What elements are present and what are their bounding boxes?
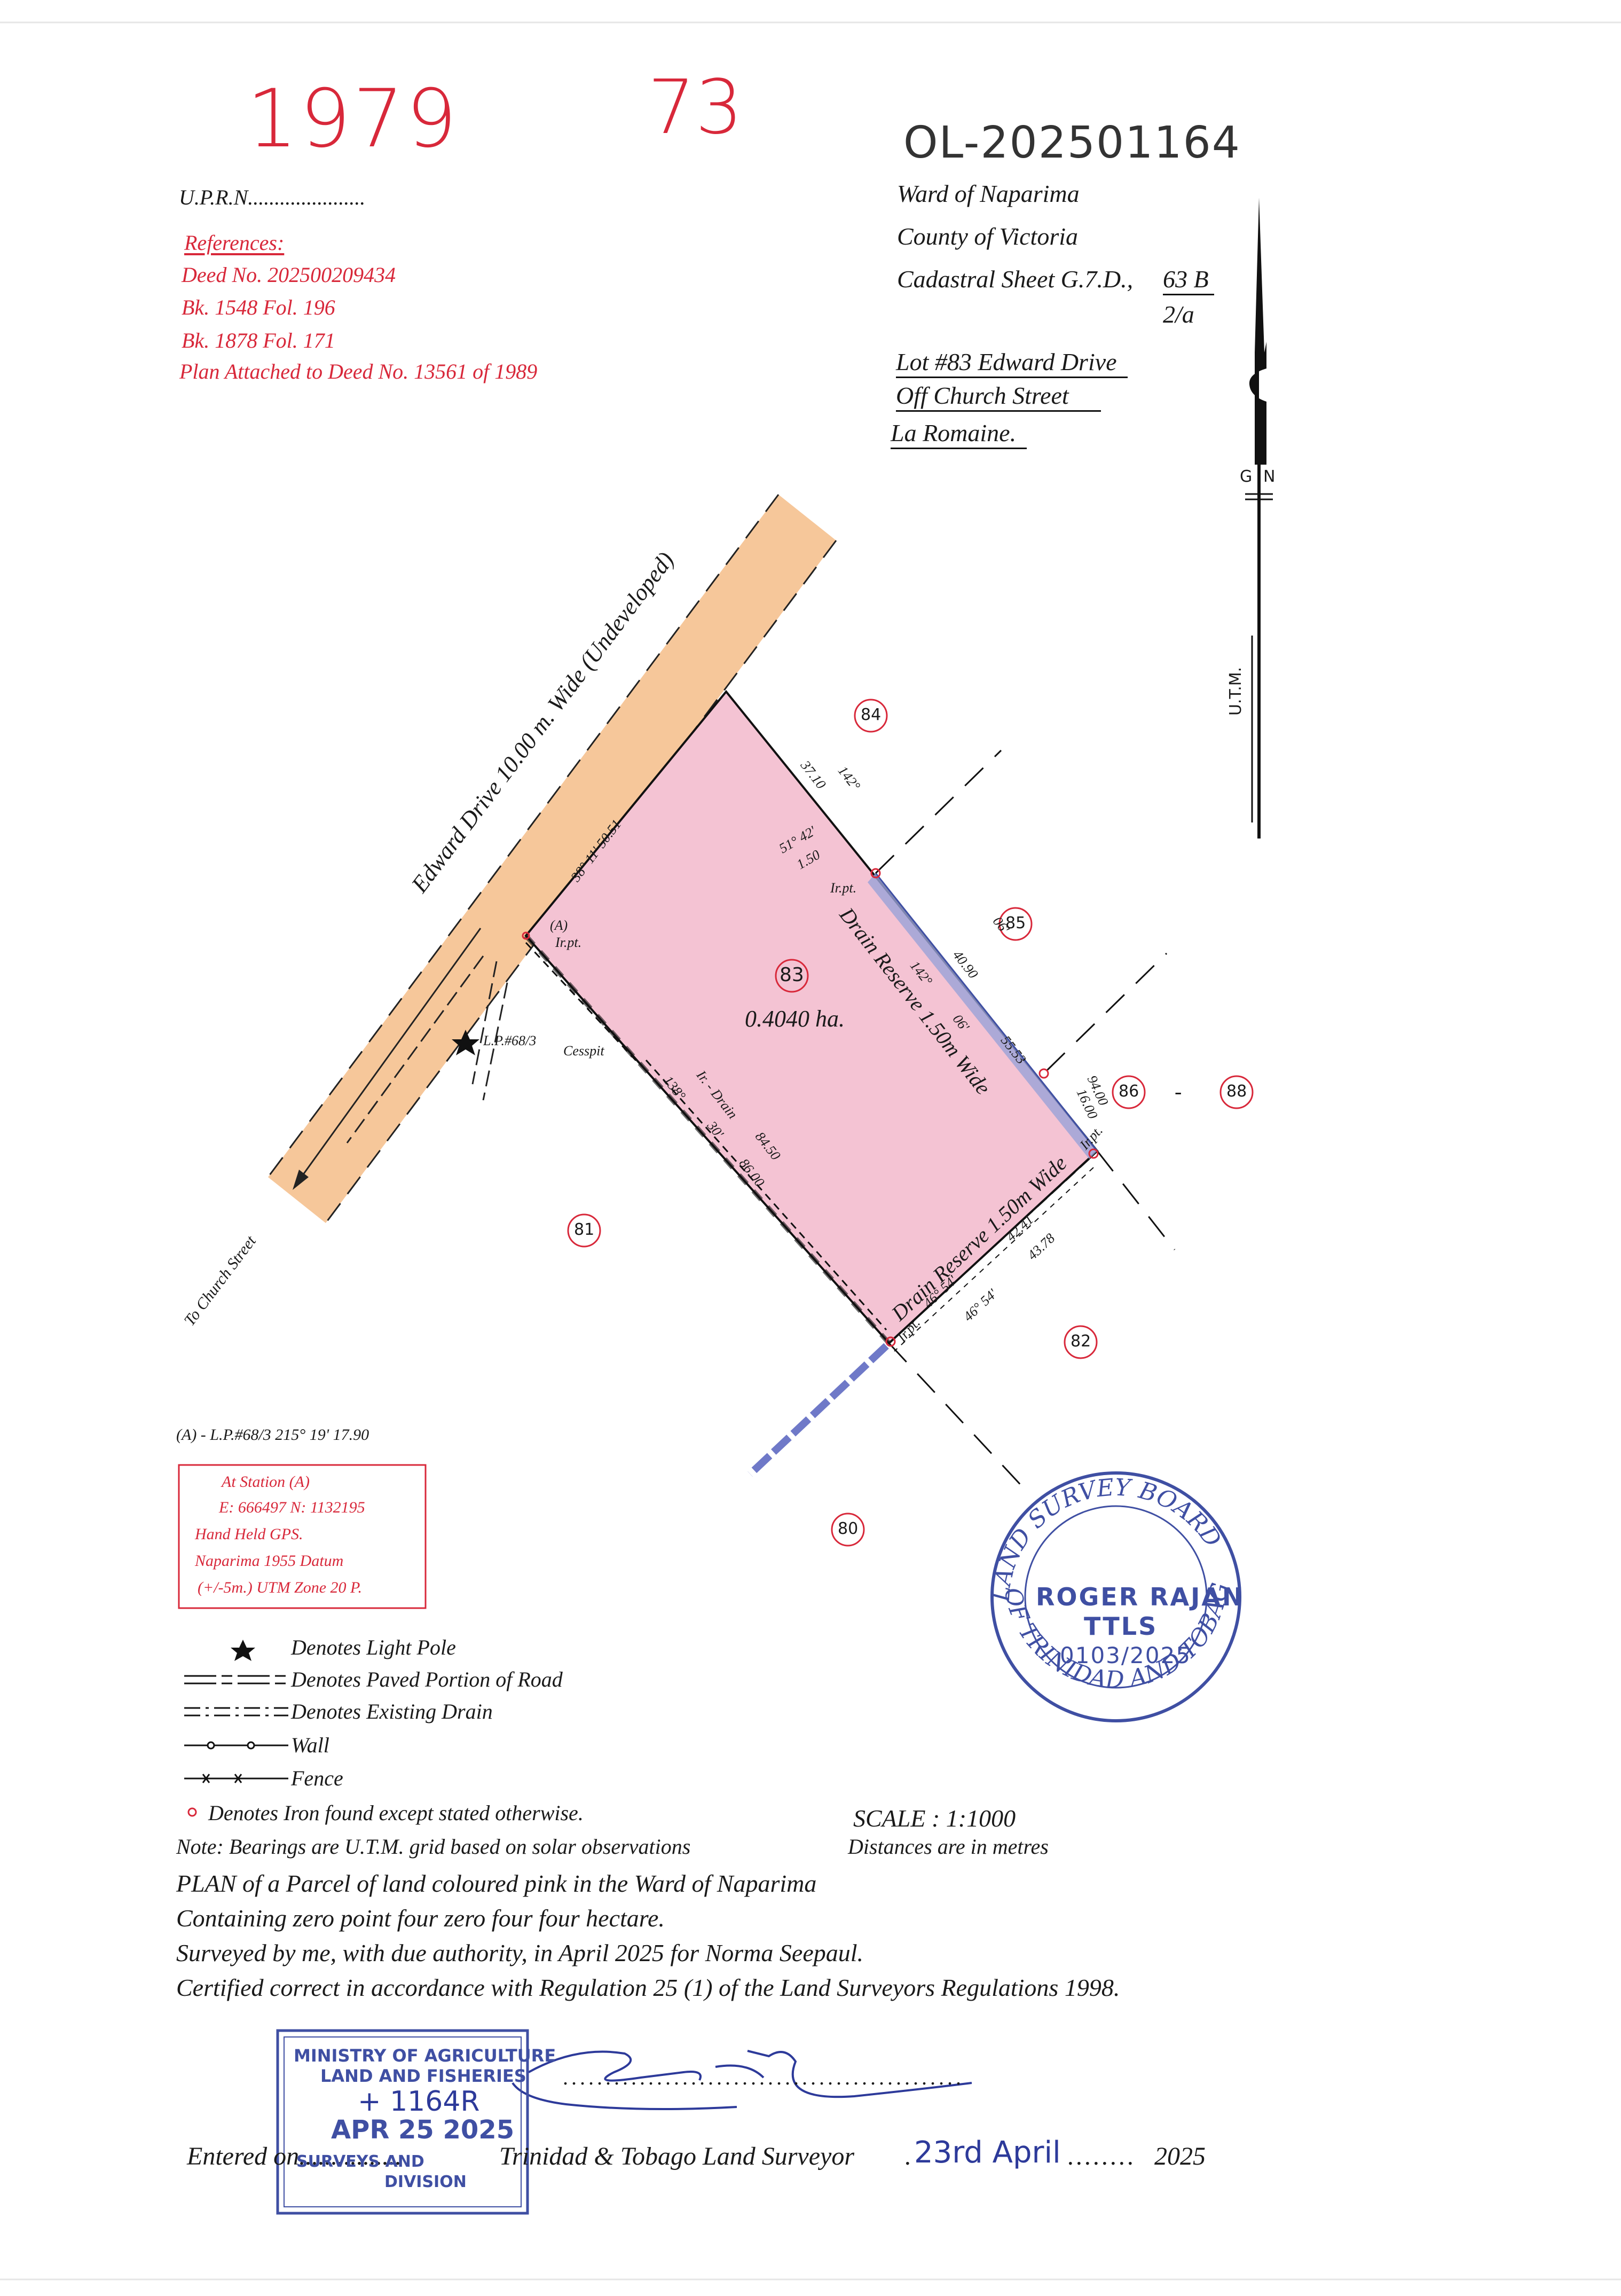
ministry-stamp-handwritten: + 1164R (358, 2086, 480, 2118)
entered-on-label: Entered on................ (187, 2142, 402, 2170)
iron-point-label: Ir.pt. (555, 935, 582, 950)
date-dots-post: ........ (1068, 2142, 1136, 2170)
scale-label: SCALE : 1:1000 (853, 1805, 1016, 1832)
legend-symbols (184, 1640, 288, 1817)
neighbor-lot-82: 82 (1071, 1332, 1091, 1351)
lp-station-line: (A) - L.P.#68/3 215° 19' 17.90 (176, 1426, 369, 1444)
lot-83-number: 83 (780, 964, 804, 986)
neighbor-lot-86: 86 (1119, 1082, 1139, 1101)
to-church-street-arrow (293, 928, 508, 1190)
legend-item-text: Denotes Existing Drain (291, 1699, 493, 1723)
stamp-surveyor-title: TTLS (1084, 1612, 1158, 1641)
county-label: County of Victoria (897, 223, 1079, 250)
neighbor-dash: - (1175, 1079, 1182, 1103)
ministry-stamp-frame (276, 2029, 529, 2215)
signature-line: ........................................… (563, 2065, 965, 2089)
cesspit-label: Cesspit (563, 1043, 604, 1059)
ministry-stamp-line: SURVEYS AND (296, 2152, 424, 2171)
legend-item-text: Denotes Paved Portion of Road (291, 1667, 563, 1691)
ward-label: Ward of Naparima (897, 180, 1080, 207)
iron-note: Denotes Iron found except stated otherwi… (208, 1801, 584, 1825)
iron-points (522, 868, 1099, 1347)
lot-83-area: 0.4040 ha. (745, 1006, 845, 1032)
cadastral-sheet-sub: 2/a (1163, 301, 1194, 328)
utm-label: U.T.M. (1226, 667, 1245, 716)
uprn-label: U.P.R.N...................... (179, 185, 366, 209)
stamp-surveyor-name: ROGER RAJAN (1036, 1582, 1245, 1611)
iron-point-label: Ir.pt. (830, 880, 857, 896)
legend-item-text: Fence (291, 1766, 343, 1790)
references-title: References: (184, 231, 285, 255)
north-arrow (1245, 198, 1273, 839)
reference-line: Deed No. 202500209434 (182, 263, 396, 287)
reference-line: Bk. 1548 Fol. 196 (182, 295, 335, 319)
address-line: Lot #83 Edward Drive (896, 350, 1128, 378)
station-box-line: E: 666497 N: 1132195 (219, 1499, 365, 1516)
stamp-surveyor-number: 0103/2025 (1060, 1642, 1191, 1668)
file-number-center: 73 (648, 64, 743, 151)
station-box-line: (+/-5m.) UTM Zone 20 P. (198, 1579, 363, 1596)
drain-reserve-ne (868, 873, 1097, 1159)
ministry-stamp-date: APR 25 2025 (331, 2115, 515, 2145)
boundary-extension-lines (875, 749, 1176, 1496)
certification-line: PLAN of a Parcel of land coloured pink i… (176, 1870, 817, 1897)
address-line: Off Church Street (896, 383, 1101, 412)
neighbor-lot-81: 81 (574, 1220, 595, 1239)
reference-line: Bk. 1878 Fol. 171 (182, 328, 335, 352)
certification-line: Certified correct in accordance with Reg… (176, 1974, 1120, 2001)
date-dots-pre: . (905, 2142, 911, 2170)
bearings-note: Note: Bearings are U.T.M. grid based on … (176, 1835, 691, 1859)
neighbor-lot-88: 88 (1226, 1082, 1247, 1101)
land-surveyor-label: Trinidad & Tobago Land Surveyor (499, 2142, 854, 2170)
year-label: 2025 (1154, 2142, 1206, 2170)
north-g-label: G (1240, 467, 1253, 486)
neighbor-lot-84: 84 (861, 706, 882, 724)
distances-note: Distances are in metres (848, 1835, 1049, 1859)
station-box-line: Hand Held GPS. (195, 1525, 303, 1543)
neighbor-lot-circles (567, 699, 1254, 1547)
existing-drain-south (747, 1343, 889, 1477)
station-a-marker: (A) (550, 918, 568, 933)
ministry-stamp-line: MINISTRY OF AGRICULTURE (294, 2046, 556, 2066)
north-n-label: N (1263, 467, 1276, 486)
ministry-stamp-line: DIVISION (384, 2173, 467, 2191)
station-box-frame (178, 1464, 427, 1609)
edward-drive-road (268, 495, 836, 1223)
address-line: La Romaine. (891, 421, 1027, 449)
station-box-line: Naparima 1955 Datum (195, 1552, 344, 1570)
file-number-left: 1979 (247, 73, 459, 166)
neighbor-lot-85: 85 (1005, 914, 1026, 932)
legend-item-text: Denotes Light Pole (291, 1635, 456, 1659)
legend-item-text: Wall (291, 1733, 329, 1757)
light-pole-icon (452, 1030, 479, 1055)
reference-line: Plan Attached to Deed No. 13561 of 1989 (179, 359, 538, 383)
cadastral-sheet-number: 63 B (1163, 267, 1214, 295)
ministry-stamp-line: LAND AND FISHERIES (320, 2066, 526, 2086)
certification-line: Containing zero point four zero four fou… (176, 1905, 665, 1932)
station-box-line: At Station (A) (222, 1473, 310, 1491)
light-pole-label: L.P.#68/3 (483, 1033, 537, 1048)
handwritten-date: 23rd April (914, 2135, 1061, 2170)
cadastral-sheet-label: Cadastral Sheet G.7.D., (897, 265, 1134, 293)
certification-line: Surveyed by me, with due authority, in A… (176, 1939, 864, 1966)
neighbor-lot-80: 80 (838, 1519, 859, 1538)
handwritten-ol-code: OL-202501164 (903, 117, 1241, 168)
